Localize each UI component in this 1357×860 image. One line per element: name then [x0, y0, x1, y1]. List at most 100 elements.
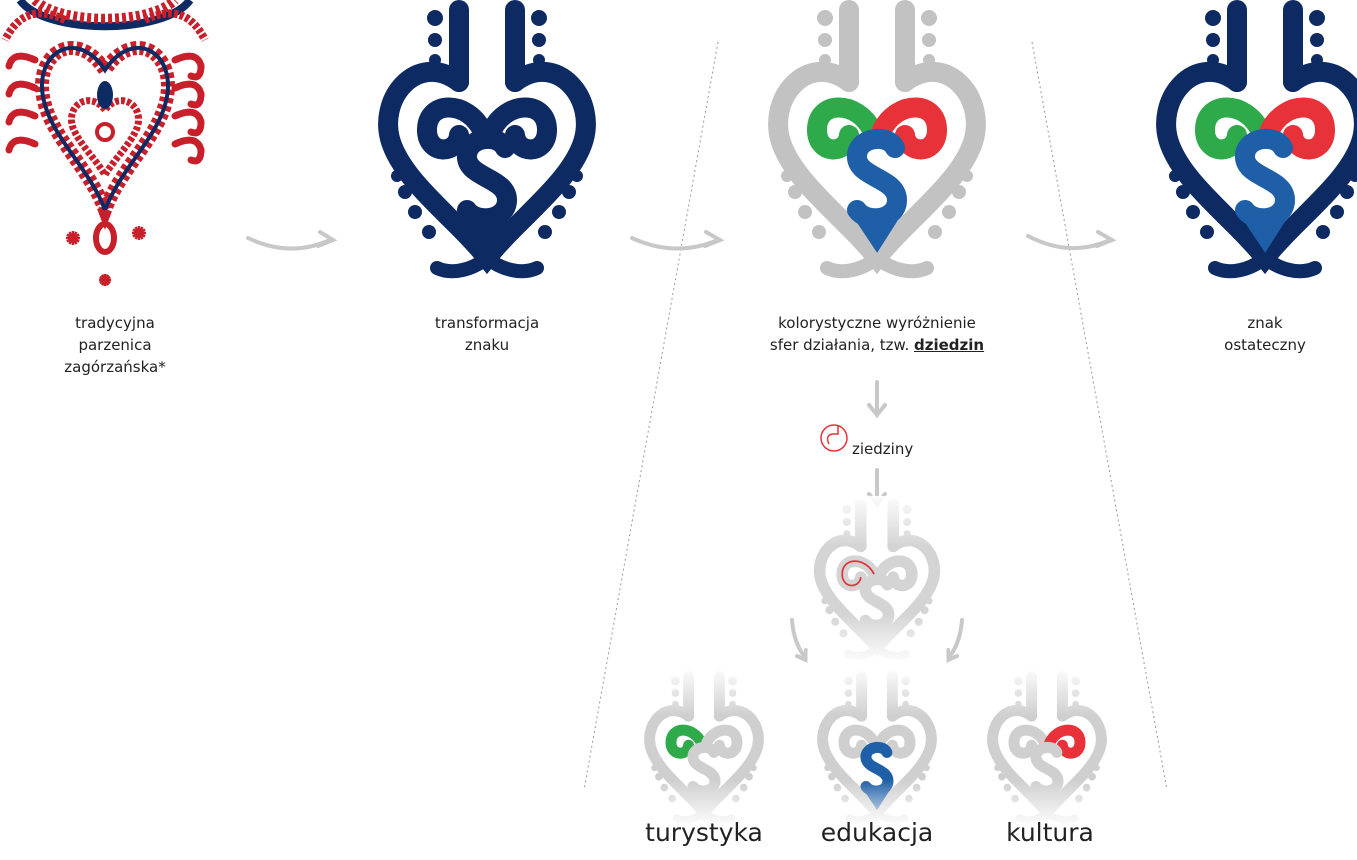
dot: [798, 205, 812, 219]
caption-traditional-line2: parzenica: [78, 336, 152, 354]
arrow-diag-left: [790, 618, 808, 660]
letter-s: [1235, 129, 1296, 229]
dot: [1340, 185, 1354, 199]
letter-s: [847, 129, 908, 229]
folk-parzenica-image: [1, 0, 209, 286]
arrow-diag-left-head: [795, 648, 808, 664]
folk-curl: [171, 52, 205, 81]
folk-star: [132, 226, 146, 240]
dot: [921, 10, 937, 26]
s-tail: [460, 203, 508, 253]
dot: [1309, 10, 1325, 26]
divider-left: [583, 41, 719, 791]
letter-s: [457, 129, 518, 229]
dot: [1330, 205, 1344, 219]
arrow-3-head: [1095, 230, 1117, 248]
dot: [391, 170, 403, 182]
arrow-2-head: [703, 230, 725, 248]
caption-coloring-line2: sfer działania, tzw. dziedzin: [742, 334, 1012, 356]
curl-right: [480, 251, 544, 279]
dot: [928, 225, 942, 239]
dot: [562, 185, 576, 199]
folk-curl: [5, 108, 39, 126]
dot: [1206, 33, 1220, 47]
dot: [427, 10, 443, 26]
caption-coloring: kolorystyczne wyróżnienie sfer działania…: [742, 312, 1012, 356]
label-kultura: kultura: [1006, 818, 1094, 847]
fade-overlay: [981, 668, 1113, 828]
folk-curl: [5, 80, 39, 98]
label-edukacja: edukacja: [820, 818, 934, 847]
dot: [817, 10, 833, 26]
emblem-final: [1156, 0, 1357, 279]
dot: [428, 33, 442, 47]
arrow-down-1-head: [867, 403, 887, 419]
folk-curl: [5, 136, 39, 154]
loop-left: [806, 97, 882, 160]
folk-curl: [171, 136, 205, 165]
loop-right: [482, 97, 558, 160]
emblem-colored: [768, 0, 986, 279]
caption-traditional-line3: zagórzańska*: [64, 358, 166, 376]
curl-right: [1258, 251, 1322, 279]
dot: [1310, 33, 1324, 47]
dot: [398, 185, 412, 199]
s-tail: [850, 203, 898, 253]
fade-overlay: [807, 495, 947, 665]
folk-curl: [171, 108, 205, 137]
emblem-transformed: [378, 0, 596, 279]
dot: [538, 225, 552, 239]
folk-star: [66, 231, 80, 245]
dot: [818, 33, 832, 47]
dot: [532, 33, 546, 47]
dot: [1349, 170, 1357, 182]
dot: [952, 185, 966, 199]
dot: [788, 185, 802, 199]
curl-left: [820, 251, 884, 279]
dot: [961, 170, 973, 182]
caption-transformation: transformacja znaku: [412, 312, 562, 356]
dot: [1176, 185, 1190, 199]
caption-coloring-dziedzin: dziedzin: [914, 336, 985, 354]
loop-left: [416, 97, 492, 160]
dot: [531, 10, 547, 26]
dot: [552, 205, 566, 219]
caption-ziedziny: ziedziny: [852, 440, 914, 458]
dot: [781, 170, 793, 182]
label-turystyka: turystyka: [645, 818, 763, 847]
loop-left: [1194, 97, 1270, 160]
caption-transformation-line2: znaku: [464, 336, 510, 354]
dot: [922, 33, 936, 47]
arrow-diag-right: [946, 618, 964, 660]
dziedziny-logo-icon: [820, 424, 848, 452]
caption-traditional-line1: tradycyjna: [75, 314, 155, 332]
caption-final: znak ostateczny: [1190, 312, 1340, 356]
arrow-1-head: [316, 230, 338, 248]
folk-center-drop: [97, 81, 113, 109]
caption-traditional: tradycyjna parzenica zagórzańska*: [40, 312, 190, 378]
folk-heart-inner: [68, 97, 142, 182]
caption-coloring-line1: kolorystyczne wyróżnienie: [778, 314, 976, 332]
curl-left: [1208, 251, 1272, 279]
dot: [571, 170, 583, 182]
curl-right: [870, 251, 934, 279]
divider-right: [1031, 41, 1168, 791]
dot: [1169, 170, 1181, 182]
caption-final-line2: ostateczny: [1224, 336, 1306, 354]
fade-overlay: [638, 668, 770, 828]
fade-overlay: [811, 668, 943, 828]
caption-transformation-line1: transformacja: [434, 314, 540, 332]
curl-left: [430, 251, 494, 279]
folk-star: [99, 274, 111, 286]
dot: [1200, 225, 1214, 239]
loop-right: [872, 97, 948, 160]
arrow-diag-right-head: [946, 648, 959, 664]
loop-right: [1260, 97, 1336, 160]
dot: [1186, 205, 1200, 219]
dot: [942, 205, 956, 219]
folk-curl: [5, 52, 39, 70]
dot: [1205, 10, 1221, 26]
folk-curl: [171, 80, 205, 109]
dot: [1316, 225, 1330, 239]
